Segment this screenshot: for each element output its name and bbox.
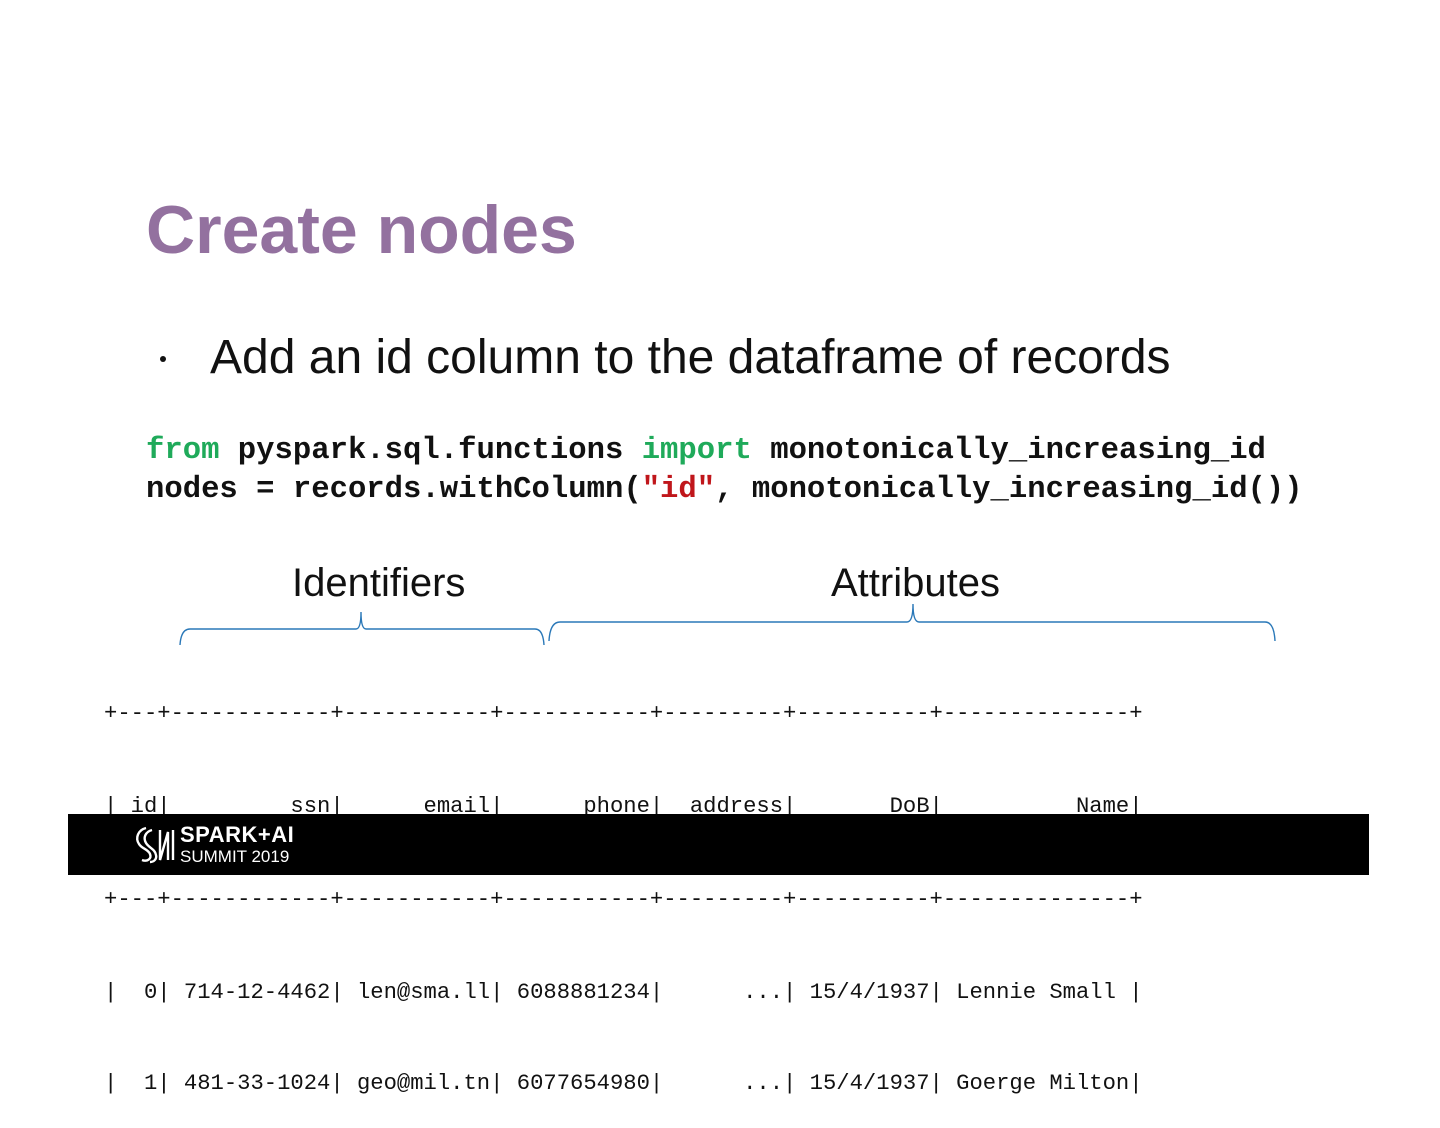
keyword-from: from (146, 434, 220, 468)
table-border-top: +---+------------+-----------+----------… (104, 701, 1143, 726)
module-name: pyspark.sql.functions (219, 434, 642, 468)
slide-title: Create nodes (146, 192, 577, 268)
bullet-dot-icon (160, 356, 166, 362)
logo-wordmark: SPARK+AI SUMMIT 2019 (180, 822, 295, 866)
table-border-mid: +---+------------+-----------+----------… (104, 887, 1143, 912)
string-literal: "id" (641, 473, 716, 507)
identifiers-label: Identifiers (292, 561, 466, 605)
table-row: | 1| 481-33-1024| geo@mil.tn| 6077654980… (104, 1071, 1143, 1096)
code-line-2: nodes = records.withColumn("id", monoton… (146, 473, 1303, 507)
code-line-2-prefix: nodes = records.withColumn( (146, 473, 642, 507)
spark-ai-logo-icon (136, 826, 175, 864)
bullet-text: Add an id column to the dataframe of rec… (210, 331, 1171, 384)
code-line-2-suffix: , monotonically_increasing_id()) (715, 473, 1303, 507)
records-table: +---+------------+-----------+----------… (104, 636, 1143, 1128)
annotation-braces (179, 603, 1276, 646)
logo-line-2: SUMMIT 2019 (180, 847, 290, 866)
attributes-brace (548, 603, 1276, 642)
identifiers-brace (179, 611, 545, 646)
attributes-label: Attributes (831, 561, 1000, 605)
keyword-import: import (641, 434, 752, 468)
table-row: | 0| 714-12-4462| len@sma.ll| 6088881234… (104, 980, 1143, 1005)
code-line-1: from pyspark.sql.functions import monoto… (146, 434, 1266, 468)
logo-line-1: SPARK+AI (180, 822, 295, 847)
code-block: from pyspark.sql.functions import monoto… (146, 432, 1303, 510)
imported-function: monotonically_increasing_id (751, 434, 1266, 468)
footer-bar: SPARK+AI SUMMIT 2019 (68, 814, 1369, 875)
